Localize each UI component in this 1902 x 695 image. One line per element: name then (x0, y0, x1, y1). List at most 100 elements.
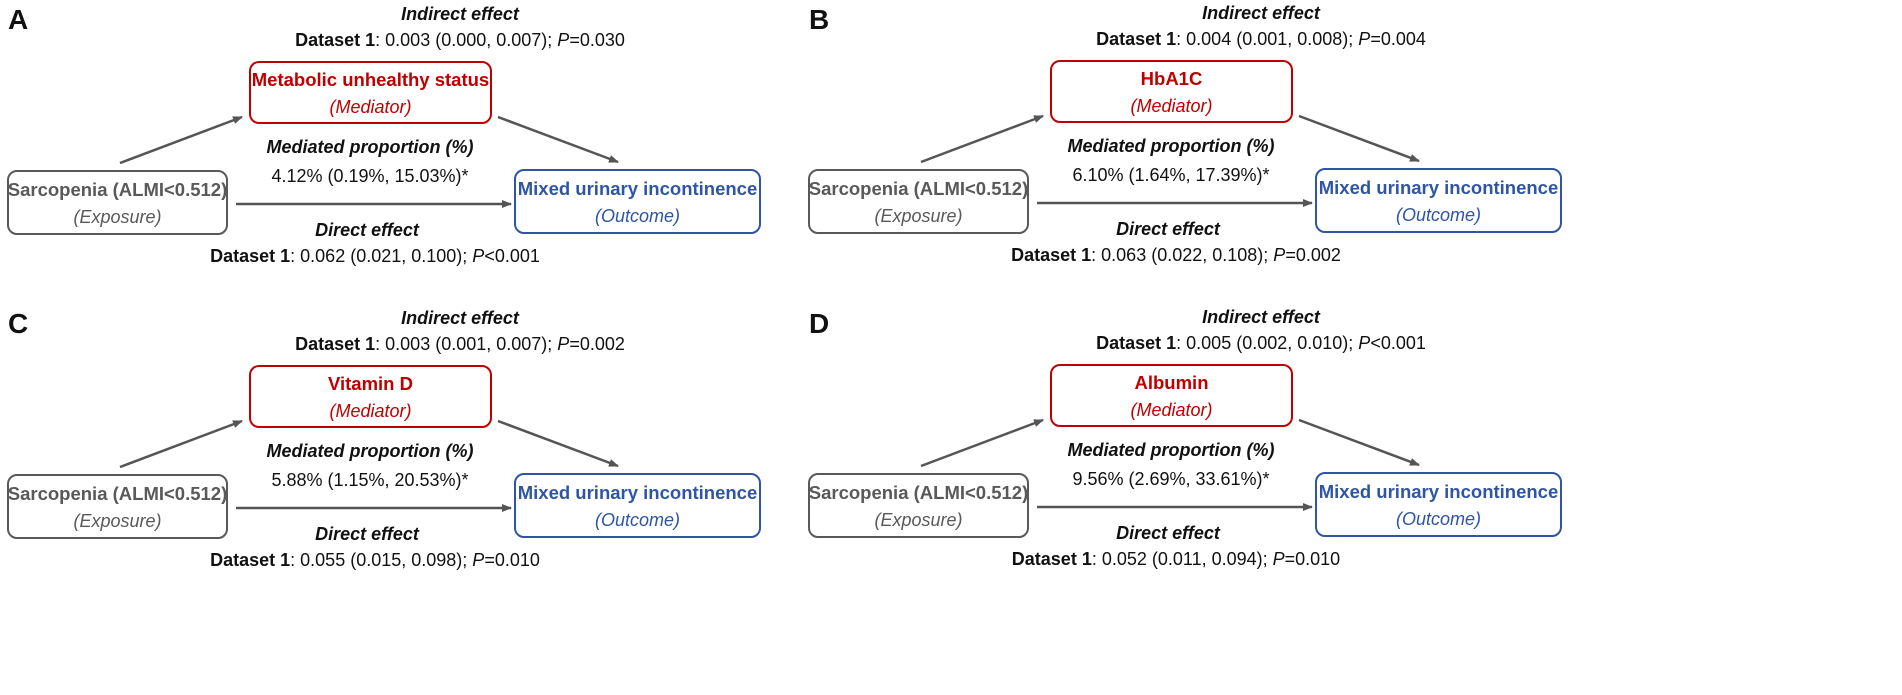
direct-effect-heading: Direct effect (1116, 219, 1220, 239)
mediator-box: HbA1C (Mediator) (1050, 60, 1293, 123)
outcome-role: (Outcome) (594, 205, 681, 226)
p-label: P (472, 246, 485, 266)
indirect-effect-result: Dataset 1: 0.003 (0.000, 0.007); P=0.030 (160, 30, 760, 51)
mediated-proportion-value: 9.56% (2.69%, 33.61%)* (1072, 469, 1270, 489)
outcome-role: (Outcome) (1395, 508, 1482, 529)
indirect-estimate: : 0.003 (0.000, 0.007); (375, 30, 558, 50)
direct-estimate: : 0.055 (0.015, 0.098); (290, 550, 473, 570)
mediated-proportion-heading: Mediated proportion (%) (1067, 440, 1275, 460)
exposure-box: Sarcopenia (ALMI<0.512) (Exposure) (7, 474, 228, 539)
p-value: =0.002 (569, 334, 625, 354)
panel-letter: D (809, 308, 830, 339)
panel-letter: A (8, 4, 29, 35)
indirect-effect-result: Dataset 1: 0.004 (0.001, 0.008); P=0.004 (961, 29, 1561, 50)
panel-letter: B (809, 4, 830, 35)
exposure-box: Sarcopenia (ALMI<0.512) (Exposure) (7, 170, 228, 235)
p-label: P (1358, 333, 1371, 353)
outcome-box: Mixed urinary incontinence (Outcome) (1315, 168, 1562, 233)
direct-effect-result: Dataset 1: 0.063 (0.022, 0.108); P=0.002 (926, 245, 1426, 266)
mediated-proportion-heading: Mediated proportion (%) (266, 137, 474, 157)
direct-effect-result: Dataset 1: 0.062 (0.021, 0.100); P<0.001 (125, 246, 625, 267)
mediated-proportion-heading: Mediated proportion (%) (266, 441, 474, 461)
indirect-effect-result: Dataset 1: 0.003 (0.001, 0.007); P=0.002 (160, 334, 760, 355)
exposure-to-mediator-arrow (119, 115, 243, 165)
p-label: P (1358, 29, 1371, 49)
dataset-label: Dataset 1 (295, 30, 376, 50)
mediated-proportion-value: 5.88% (1.15%, 20.53%)* (271, 470, 469, 490)
indirect-estimate: : 0.005 (0.002, 0.010); (1176, 333, 1359, 353)
outcome-role: (Outcome) (1395, 204, 1482, 225)
mediator-to-outcome-arrow (1298, 114, 1420, 163)
p-value: =0.010 (1284, 549, 1341, 569)
mediator-name: Metabolic unhealthy status (251, 68, 490, 90)
p-label: P (1273, 245, 1286, 265)
indirect-effect-heading: Indirect effect (401, 4, 519, 24)
mediator-box: Vitamin D (Mediator) (249, 365, 492, 428)
p-value: =0.002 (1285, 245, 1341, 265)
indirect-effect-heading: Indirect effect (401, 308, 519, 328)
exposure-name: Sarcopenia (ALMI<0.512) (7, 482, 228, 504)
exposure-role: (Exposure) (73, 510, 162, 531)
panel-b: B Indirect effect Dataset 1: 0.004 (0.00… (801, 0, 1752, 347)
p-value: <0.001 (1370, 333, 1426, 353)
p-label: P (1272, 549, 1285, 569)
dataset-label: Dataset 1 (1096, 333, 1177, 353)
p-value: =0.004 (1370, 29, 1426, 49)
mediator-name: HbA1C (1140, 67, 1203, 89)
p-label: P (557, 30, 570, 50)
p-value: =0.030 (569, 30, 625, 50)
direct-effect-heading: Direct effect (1116, 523, 1220, 543)
mediator-name: Albumin (1134, 371, 1209, 393)
panel-d: D Indirect effect Dataset 1: 0.005 (0.00… (801, 304, 1752, 651)
mediator-to-outcome-arrow (497, 419, 619, 468)
mediator-role: (Mediator) (1130, 95, 1213, 116)
path-arrows (920, 418, 1420, 511)
mediator-name: Vitamin D (328, 372, 413, 394)
indirect-estimate: : 0.003 (0.001, 0.007); (375, 334, 558, 354)
direct-effect-heading: Direct effect (315, 220, 419, 240)
mediator-to-outcome-arrow (497, 115, 619, 164)
panel-letter: C (8, 308, 29, 339)
outcome-name: Mixed urinary incontinence (1318, 480, 1559, 502)
exposure-role: (Exposure) (73, 206, 162, 227)
direct-estimate: : 0.062 (0.021, 0.100); (290, 246, 473, 266)
indirect-estimate: : 0.004 (0.001, 0.008); (1176, 29, 1359, 49)
outcome-name: Mixed urinary incontinence (517, 177, 758, 199)
mediator-role: (Mediator) (1130, 399, 1213, 420)
path-arrows (920, 114, 1420, 207)
outcome-box: Mixed urinary incontinence (Outcome) (514, 169, 761, 234)
dataset-label: Dataset 1 (1011, 245, 1092, 265)
panel-c: C Indirect effect Dataset 1: 0.003 (0.00… (0, 304, 951, 651)
exposure-to-mediator-arrow (920, 418, 1044, 468)
path-arrows (119, 419, 619, 512)
direct-effect-heading: Direct effect (315, 524, 419, 544)
direct-effect-result: Dataset 1: 0.052 (0.011, 0.094); P=0.010 (926, 549, 1426, 570)
dataset-label: Dataset 1 (210, 550, 291, 570)
mediated-proportion-value: 4.12% (0.19%, 15.03%)* (271, 166, 469, 186)
mediator-to-outcome-arrow (1298, 418, 1420, 467)
exposure-role: (Exposure) (874, 205, 963, 226)
direct-estimate: : 0.052 (0.011, 0.094); (1091, 549, 1273, 569)
dataset-label: Dataset 1 (1011, 549, 1092, 569)
mediator-box: Albumin (Mediator) (1050, 364, 1293, 427)
exposure-box: Sarcopenia (ALMI<0.512) (Exposure) (808, 169, 1029, 234)
mediated-proportion-value: 6.10% (1.64%, 17.39%)* (1072, 165, 1270, 185)
outcome-role: (Outcome) (594, 509, 681, 530)
direct-estimate: : 0.063 (0.022, 0.108); (1091, 245, 1274, 265)
p-value: <0.001 (484, 246, 540, 266)
outcome-box: Mixed urinary incontinence (Outcome) (514, 473, 761, 538)
mediator-role: (Mediator) (329, 400, 412, 421)
exposure-role: (Exposure) (874, 509, 963, 530)
dataset-label: Dataset 1 (210, 246, 291, 266)
outcome-name: Mixed urinary incontinence (1318, 176, 1559, 198)
p-label: P (557, 334, 570, 354)
outcome-name: Mixed urinary incontinence (517, 481, 758, 503)
indirect-effect-heading: Indirect effect (1202, 307, 1320, 327)
exposure-name: Sarcopenia (ALMI<0.512) (808, 481, 1029, 503)
direct-effect-result: Dataset 1: 0.055 (0.015, 0.098); P=0.010 (125, 550, 625, 571)
indirect-effect-heading: Indirect effect (1202, 3, 1320, 23)
exposure-to-mediator-arrow (920, 114, 1044, 164)
path-arrows (119, 115, 619, 208)
exposure-name: Sarcopenia (ALMI<0.512) (808, 177, 1029, 199)
exposure-box: Sarcopenia (ALMI<0.512) (Exposure) (808, 473, 1029, 538)
